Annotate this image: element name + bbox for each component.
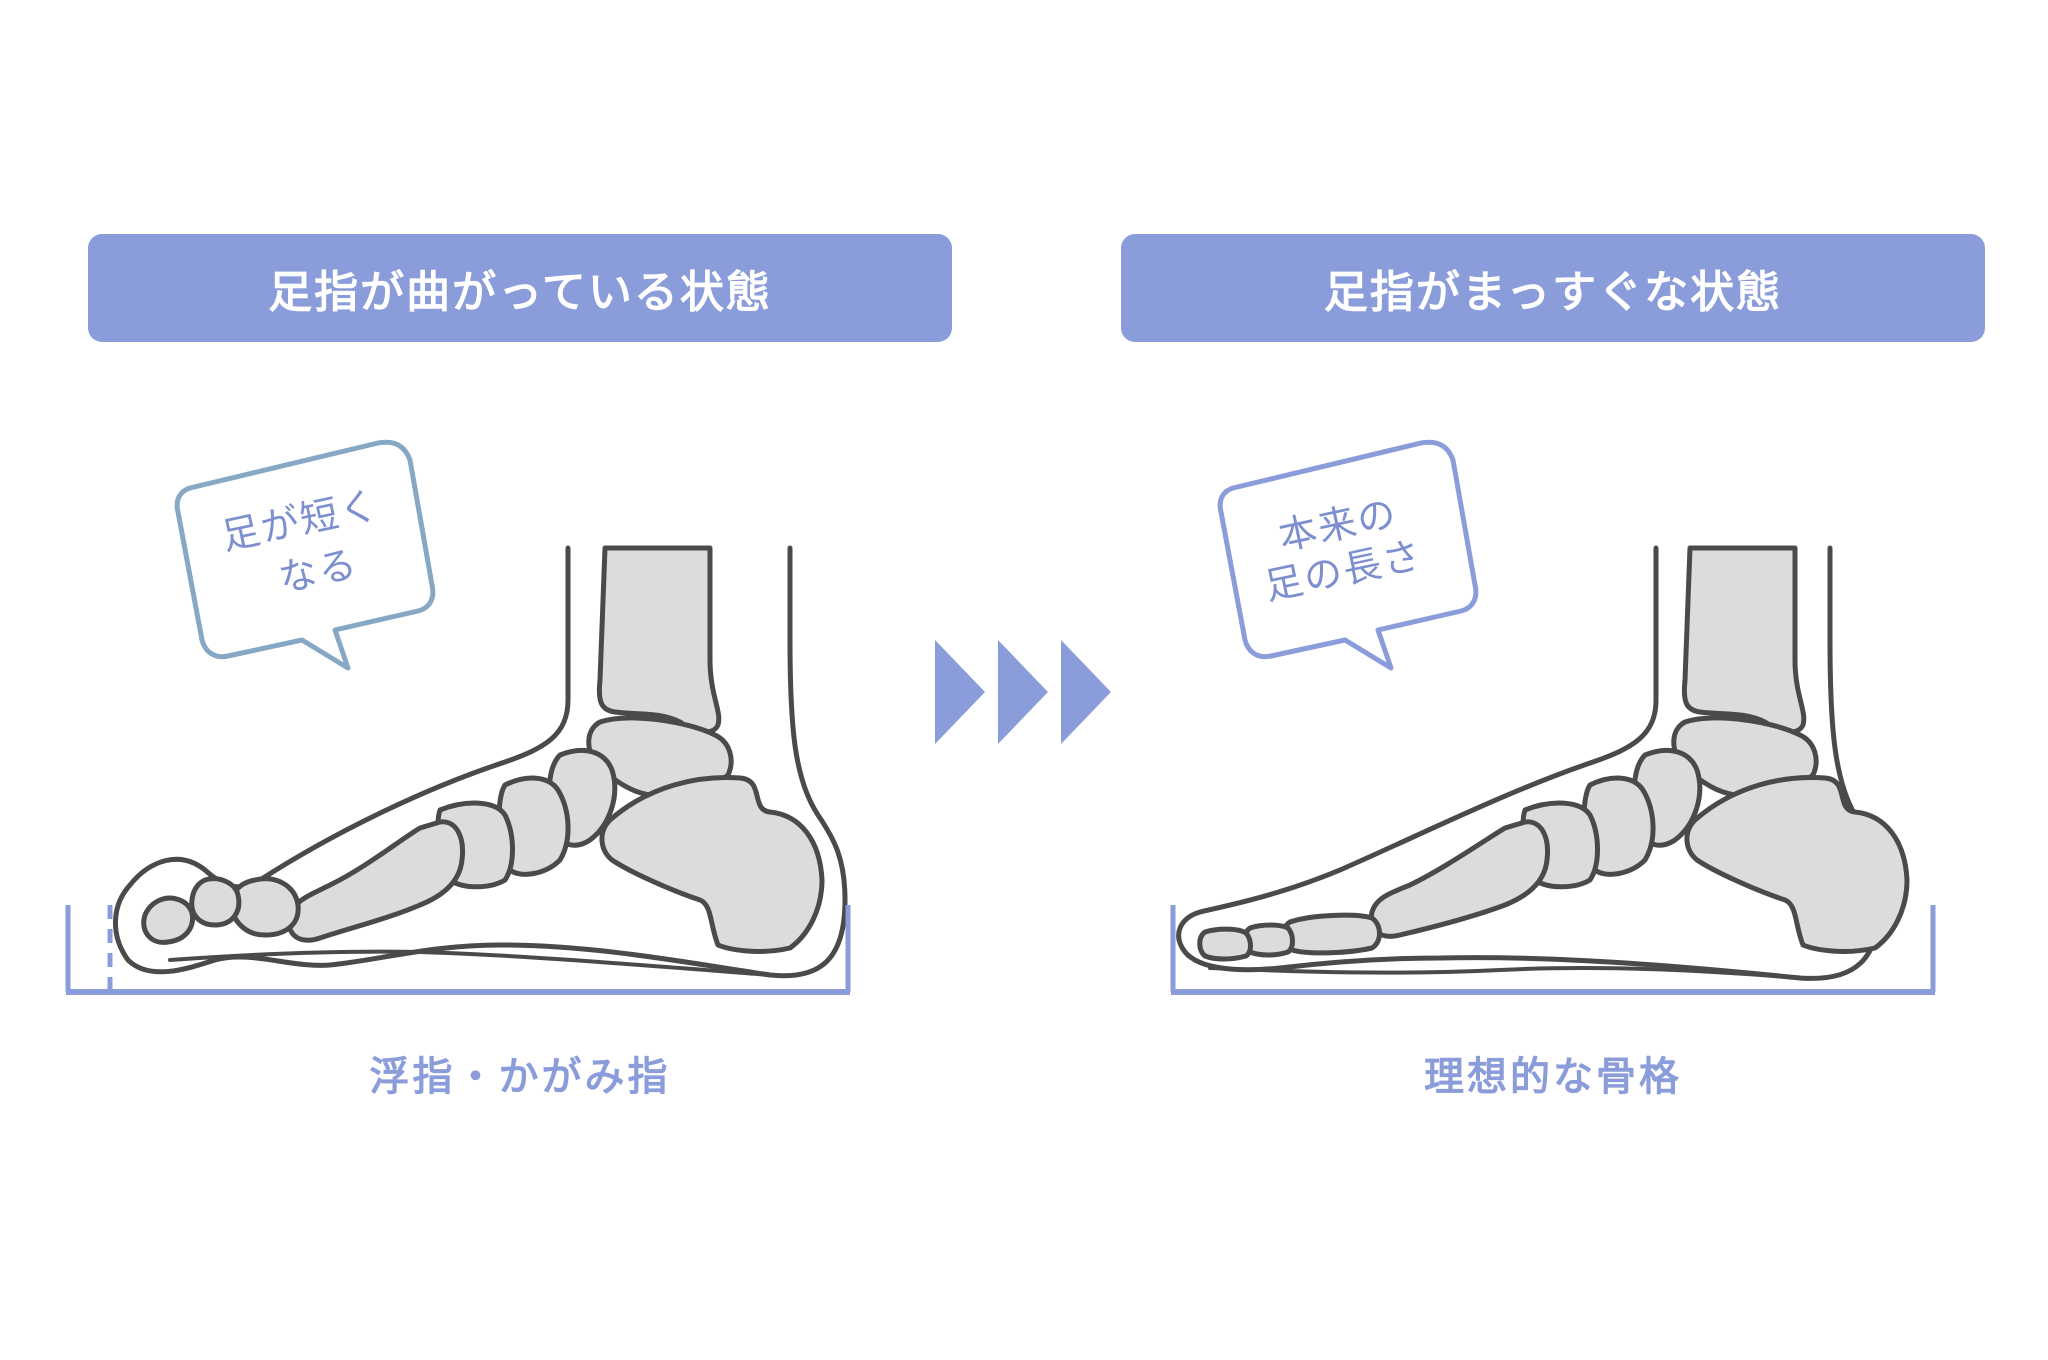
right-length-bracket bbox=[1170, 905, 1936, 995]
left-length-bracket bbox=[65, 905, 851, 995]
left-tibia bbox=[596, 545, 722, 735]
left-distal-phalanx bbox=[141, 895, 196, 945]
caption-right: 理想的な骨格 bbox=[1424, 1054, 1682, 1100]
header-left-curled-toes: 足指が曲がっている状態 bbox=[88, 234, 952, 342]
caption-left: 浮指・かがみ指 bbox=[369, 1054, 671, 1100]
left-foot-illustration bbox=[113, 545, 848, 979]
right-speech-bubble: 本来の 足の長さ bbox=[1217, 439, 1479, 671]
right-inner-skin-line bbox=[1208, 965, 1802, 980]
left-proximal-phalanx bbox=[229, 876, 301, 938]
left-middle-phalanx bbox=[189, 876, 242, 928]
header-right-straight-toes: 足指がまっすぐな状態 bbox=[1121, 234, 1985, 342]
left-calcaneus bbox=[599, 775, 825, 954]
left-speech-bubble: 足が短く なる bbox=[174, 439, 436, 671]
right-tibia bbox=[1681, 545, 1807, 735]
left-metatarsal bbox=[286, 819, 466, 943]
triple-right-chevron-icon bbox=[935, 640, 1111, 744]
left-inner-skin-line bbox=[168, 949, 772, 977]
right-calcaneus bbox=[1684, 775, 1910, 954]
right-foot-illustration bbox=[1176, 545, 1910, 981]
right-proximal-phalanx bbox=[1281, 912, 1382, 956]
left-foot-outline bbox=[113, 545, 848, 979]
right-metatarsal bbox=[1368, 819, 1551, 939]
right-distal-phalanx bbox=[1197, 926, 1253, 962]
